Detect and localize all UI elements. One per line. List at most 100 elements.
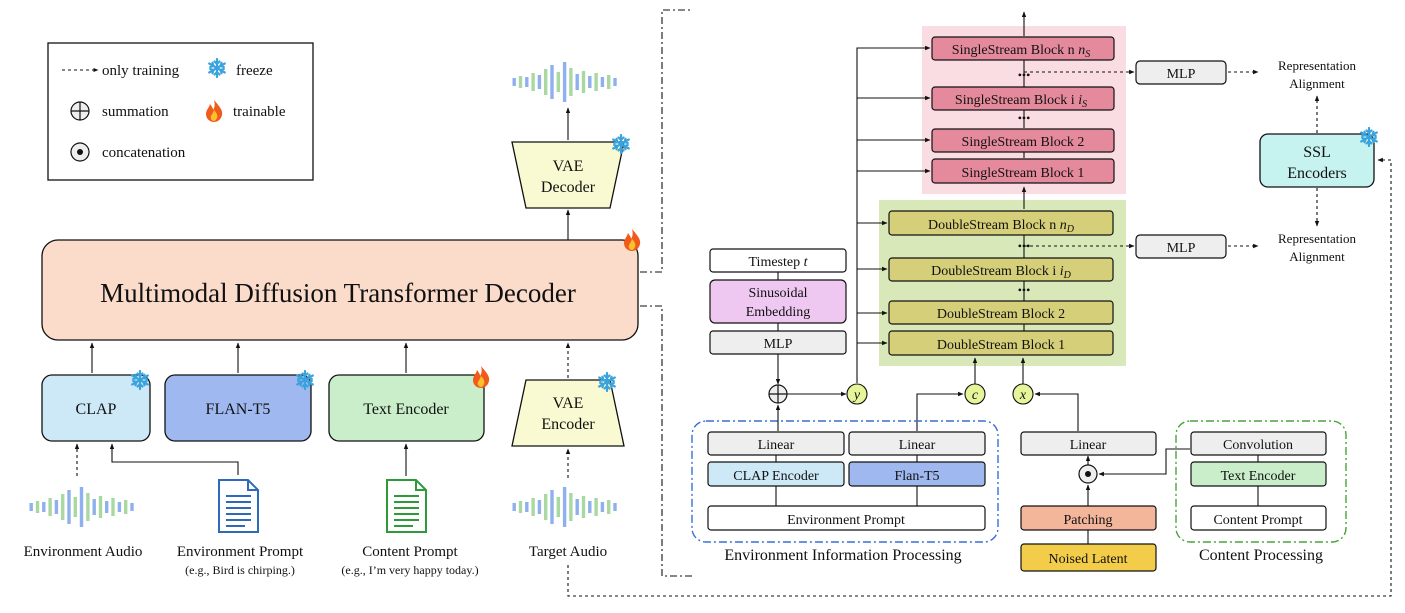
- waveform-bar: [98, 496, 103, 518]
- waveform-bar: [518, 501, 523, 513]
- mlp-box-timestep: MLP: [709, 330, 847, 355]
- svg-text:Noised Latent: Noised Latent: [1049, 552, 1128, 567]
- waveform-bar: [525, 502, 529, 512]
- waveform-bar: [61, 494, 65, 520]
- waveform-bar: [581, 496, 586, 518]
- waveform-bar: [562, 62, 567, 102]
- waveform-bar: [562, 487, 567, 527]
- content-prompt-example: (e.g., I’m very happy today.): [341, 563, 478, 577]
- waveform-bar: [518, 76, 523, 88]
- svg-text:Encoders: Encoders: [1287, 165, 1347, 182]
- content-prompt-label: Content Prompt: [362, 544, 458, 560]
- svg-text:Encoder: Encoder: [541, 416, 595, 433]
- svg-text:SingleStream Block 2: SingleStream Block 2: [962, 135, 1085, 150]
- waveform-bar: [556, 72, 560, 92]
- waveform-bar: [117, 502, 122, 512]
- svg-text:Convolution: Convolution: [1223, 438, 1293, 453]
- fire-icon: [473, 366, 490, 388]
- waveform-bar: [531, 73, 535, 91]
- svg-text:CLAP Encoder: CLAP Encoder: [733, 469, 819, 484]
- clap-encoder-box: CLAP Encoder: [707, 461, 845, 487]
- timestep-box: Timestep t: [709, 248, 847, 273]
- content-processing-group: [1175, 420, 1347, 543]
- svg-text:y: y: [852, 388, 861, 403]
- text-encoder-box-right: Text Encoder: [1190, 461, 1327, 487]
- output-waveform-icon: [512, 62, 617, 102]
- svg-text:VAE: VAE: [553, 395, 584, 412]
- svg-text:DoubleStream Block n nD: DoubleStream Block n nD: [928, 218, 1075, 235]
- clap-box: CLAP: [41, 374, 151, 442]
- alignment-label: Alignment: [1289, 76, 1345, 91]
- waveform-bar: [105, 501, 109, 513]
- legend-concatenation: concatenation: [102, 145, 186, 161]
- waveform-bar: [86, 493, 90, 521]
- waveform-bar: [581, 71, 586, 93]
- waveform-bar: [594, 498, 598, 516]
- singlestream-block-ns: SingleStream Block n nS: [931, 36, 1115, 61]
- convolution-box: Convolution: [1190, 431, 1327, 456]
- waveform-bar: [607, 500, 611, 514]
- environment-audio-label: Environment Audio: [24, 544, 143, 560]
- svg-text:Timestep t: Timestep t: [749, 255, 809, 270]
- svg-text:VAE: VAE: [553, 158, 584, 175]
- environment-prompt-example: (e.g., Bird is chirping.): [185, 563, 295, 577]
- svg-text:DoubleStream Block i iD: DoubleStream Block i iD: [931, 264, 1072, 281]
- waveform-bar: [111, 498, 115, 516]
- representation-label: Representation: [1278, 58, 1356, 73]
- svg-text:Sinusoidal: Sinusoidal: [748, 286, 807, 301]
- waveform-bar: [531, 498, 535, 516]
- waveform-bar: [600, 502, 605, 512]
- waveform-bar: [569, 68, 573, 96]
- fire-icon: [624, 229, 641, 251]
- waveform-bar: [575, 74, 579, 90]
- waveform-bar: [29, 503, 33, 511]
- legend-freeze: freeze: [236, 63, 273, 79]
- svg-text:Multimodal Diffusion Transform: Multimodal Diffusion Transformer Decoder: [100, 278, 576, 308]
- mlp-box-bottom: MLP: [1135, 234, 1227, 259]
- waveform-bar: [525, 77, 529, 87]
- ellipsis: •••: [1018, 283, 1031, 297]
- svg-text:CLAP: CLAP: [76, 401, 117, 418]
- svg-text:Linear: Linear: [899, 438, 936, 453]
- environment-processing-group: [691, 420, 999, 543]
- y-node: y: [846, 383, 868, 405]
- waveform-bar: [130, 503, 134, 511]
- linear-box-flan: Linear: [848, 431, 986, 456]
- sinusoidal-embedding-box: Sinusoidal Embedding: [709, 279, 847, 324]
- waveform-bar: [613, 78, 617, 86]
- waveform-bar: [512, 503, 516, 511]
- multimodal-diffusion-transformer-decoder: Multimodal Diffusion Transformer Decoder: [41, 239, 639, 341]
- svg-text:Decoder: Decoder: [541, 179, 596, 196]
- doublestream-block-1: DoubleStream Block 1: [888, 330, 1114, 356]
- waveform-bar: [54, 500, 59, 514]
- svg-text:SingleStream Block n nS: SingleStream Block n nS: [952, 43, 1090, 60]
- waveform-bar: [544, 69, 548, 95]
- waveform-bar: [575, 499, 579, 515]
- svg-text:c: c: [972, 388, 979, 403]
- waveform-bar: [588, 76, 592, 88]
- ellipsis: •••: [1018, 111, 1031, 125]
- svg-text:Text Encoder: Text Encoder: [1221, 469, 1296, 484]
- linear-box-latent: Linear: [1020, 431, 1157, 456]
- legend-summation: summation: [102, 104, 169, 120]
- flan-t5-box-right: Flan-T5: [848, 461, 986, 487]
- svg-text:SingleStream Block 1: SingleStream Block 1: [962, 166, 1085, 181]
- content-prompt-box: Content Prompt: [1190, 505, 1327, 531]
- x-node: x: [1012, 383, 1034, 405]
- concatenation-icon: [70, 142, 90, 162]
- waveform-bar: [594, 73, 598, 91]
- svg-text:Flan-T5: Flan-T5: [894, 469, 939, 484]
- waveform-bar: [544, 494, 548, 520]
- svg-text:Environment Prompt: Environment Prompt: [787, 513, 905, 528]
- environment-audio-waveform-icon: [29, 487, 134, 527]
- environment-prompt-label: Environment Prompt: [177, 544, 304, 560]
- waveform-bar: [613, 503, 617, 511]
- svg-text:DoubleStream Block 1: DoubleStream Block 1: [937, 338, 1065, 353]
- svg-text:MLP: MLP: [1167, 241, 1196, 256]
- waveform-bar: [92, 499, 96, 515]
- singlestream-block-1: SingleStream Block 1: [931, 158, 1115, 184]
- ssl-encoders-box: SSL Encoders: [1259, 133, 1375, 188]
- mlp-box-top: MLP: [1135, 60, 1227, 85]
- svg-text:Text Encoder: Text Encoder: [363, 401, 449, 418]
